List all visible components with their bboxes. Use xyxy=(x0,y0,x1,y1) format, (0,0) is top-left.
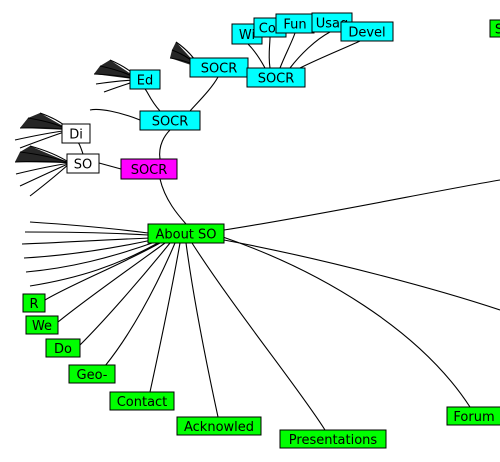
edge-about-forum xyxy=(219,235,471,408)
node-contact-box[interactable] xyxy=(109,391,175,411)
edge-socr-right-usag xyxy=(289,31,331,69)
node-devel-box[interactable] xyxy=(340,21,394,42)
edge-about-left-1 xyxy=(29,221,149,234)
node-socr-upper-label: SOCR xyxy=(201,62,238,77)
edge-about-right xyxy=(223,179,500,231)
node-socr-mid[interactable]: SOCR xyxy=(139,110,201,131)
node-devel-label: Devel xyxy=(348,26,385,41)
edge-about-r xyxy=(44,242,161,301)
edge-about-right-2 xyxy=(223,239,500,311)
edge-about-acknowled xyxy=(185,242,219,418)
node-about-label: About SO xyxy=(155,228,216,243)
fan-so-line xyxy=(29,162,71,197)
node-geo-box[interactable] xyxy=(68,364,116,384)
edge-about-left-4 xyxy=(23,239,153,259)
node-di-box[interactable] xyxy=(61,123,91,144)
node-s-edge[interactable]: S xyxy=(489,19,500,38)
node-ed[interactable]: Ed xyxy=(129,69,161,90)
node-about[interactable]: About SO xyxy=(147,223,225,244)
node-s-edge-box[interactable] xyxy=(489,19,500,38)
node-di-label: Di xyxy=(69,128,83,143)
node-socr-right[interactable]: SOCR xyxy=(246,67,306,88)
node-r[interactable]: R xyxy=(22,293,46,313)
node-s-edge-label: S xyxy=(495,23,500,38)
node-root-box[interactable] xyxy=(120,158,178,180)
edge-socr-right-cor xyxy=(268,36,271,69)
edge-socr-right-fun xyxy=(279,32,296,69)
node-forum-label: Forum xyxy=(453,410,494,425)
edge-root-about xyxy=(159,178,187,225)
edge-root-socr-mid xyxy=(159,129,171,160)
edge-about-left-2 xyxy=(24,231,149,236)
edge-about-left-6 xyxy=(29,242,159,287)
node-acknowled-box[interactable] xyxy=(176,416,262,436)
node-do-label: Do xyxy=(54,342,72,357)
node-forum[interactable]: Forum xyxy=(446,406,500,426)
edge-socr-mid-left xyxy=(89,108,141,121)
node-fun[interactable]: Fun xyxy=(275,13,315,34)
node-so-label: SO xyxy=(74,158,92,173)
fan-ed-wedge xyxy=(94,60,140,80)
node-so[interactable]: SO xyxy=(66,153,100,174)
node-contact-label: Contact xyxy=(117,395,168,410)
node-usag-label: Usag xyxy=(316,17,349,32)
node-r-label: R xyxy=(29,297,38,312)
edge-about-geo xyxy=(104,242,176,367)
edge-about-left-3 xyxy=(21,237,151,245)
fan-so-wedge xyxy=(15,146,70,163)
tree-edges xyxy=(21,31,500,431)
edge-about-left-5 xyxy=(25,241,156,273)
node-r-box[interactable] xyxy=(22,293,46,313)
node-root[interactable]: SOCR xyxy=(120,158,178,180)
edge-root-so xyxy=(98,162,122,170)
fan-so-line xyxy=(15,162,71,175)
node-root-label: SOCR xyxy=(131,163,168,178)
node-we-box[interactable] xyxy=(25,315,59,335)
node-ed-box[interactable] xyxy=(129,69,161,90)
node-socr-right-box[interactable] xyxy=(246,67,306,88)
node-about-box[interactable] xyxy=(147,223,225,244)
node-usag[interactable]: Usag xyxy=(311,12,353,33)
node-acknowled[interactable]: Acknowled xyxy=(176,416,262,436)
node-acknowled-label: Acknowled xyxy=(184,420,254,435)
node-presentations-box[interactable] xyxy=(279,429,387,449)
node-contact[interactable]: Contact xyxy=(109,391,175,411)
fan-di-wedge xyxy=(20,113,70,130)
edge-socr-right-devel xyxy=(299,40,361,69)
node-wi-label: Wi xyxy=(239,28,255,43)
edge-socr-mid-ed xyxy=(144,88,161,112)
node-geo[interactable]: Geo- xyxy=(68,364,116,384)
node-devel[interactable]: Devel xyxy=(340,21,394,42)
node-socr-mid-label: SOCR xyxy=(152,115,189,130)
node-socr-upper[interactable]: SOCR xyxy=(189,57,249,78)
node-do[interactable]: Do xyxy=(45,338,81,358)
node-fun-label: Fun xyxy=(283,18,306,33)
node-di[interactable]: Di xyxy=(61,123,91,144)
node-geo-label: Geo- xyxy=(77,368,108,383)
node-do-box[interactable] xyxy=(45,338,81,358)
edge-about-presentations xyxy=(191,242,326,431)
node-presentations[interactable]: Presentations xyxy=(279,429,387,449)
node-we-label: We xyxy=(32,319,52,334)
fan-so-line xyxy=(19,162,71,187)
edge-about-contact xyxy=(149,242,181,393)
node-we[interactable]: We xyxy=(25,315,59,335)
node-forum-box[interactable] xyxy=(446,406,500,426)
edge-about-do xyxy=(79,242,171,346)
edge-about-we xyxy=(57,242,166,323)
node-so-box[interactable] xyxy=(66,153,100,174)
node-socr-right-label: SOCR xyxy=(258,72,295,87)
node-presentations-label: Presentations xyxy=(289,433,378,448)
node-socr-mid-box[interactable] xyxy=(139,110,201,131)
node-ed-label: Ed xyxy=(137,74,153,89)
edge-so-di xyxy=(75,141,84,155)
edge-socr-mid-socr-upper xyxy=(189,76,219,112)
edge-socr-right-wi xyxy=(247,43,266,69)
